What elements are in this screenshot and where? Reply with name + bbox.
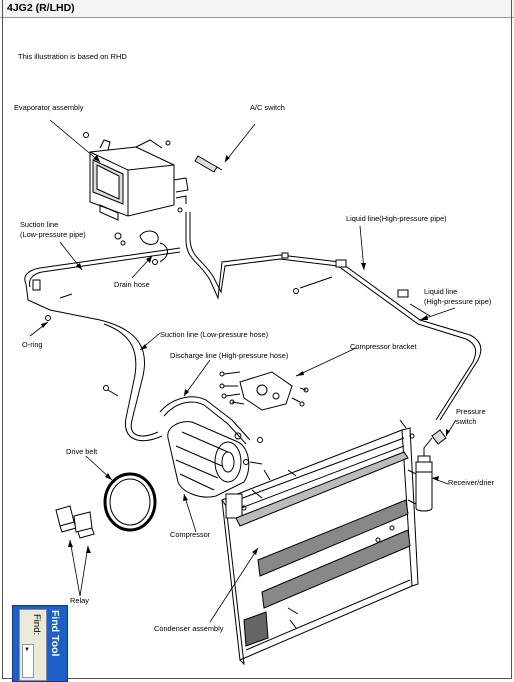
find-tool-panel: Find: ▼ [19,609,47,681]
page-title: 4JG2 (R/LHD) [7,2,75,14]
dropdown-arrow-icon[interactable]: ▼ [24,647,30,653]
label-o-ring: O-ring [22,340,43,349]
find-input[interactable]: ▼ [22,644,34,678]
arrowheads [41,155,450,555]
label-liquid-line-right: Liquid line [424,287,457,296]
receiver-drier [407,437,433,512]
find-tool-title[interactable]: Find Tool [49,610,61,657]
liquid-pipe-top [185,212,482,421]
compressor [167,421,263,498]
label-switch: switch [456,417,477,426]
label-drain-hose: Drain hose [114,280,150,289]
label-ac-switch: A/C switch [250,103,285,112]
label-liquid-line-top: Liquid line(High-pressure pipe) [346,214,447,223]
label-suction-line: Suction line [20,220,58,229]
label-condenser-assembly: Condenser assembly [154,624,224,633]
ac-system-diagram: Evaporator assembly A/C switch Suction l… [14,103,495,666]
pressure-switch [431,429,447,445]
label-suction-hose: Suction line (Low-pressure hose) [160,330,268,339]
label-pressure: Pressure [456,407,486,416]
label-discharge-line: Discharge line (High-pressure hose) [170,351,288,360]
ac-switch [194,155,223,173]
find-label: Find: [31,614,42,636]
label-low-pressure-pipe: (Low-pressure pipe) [20,230,86,239]
discharge-hose [159,396,263,445]
compressor-bracket [103,371,309,411]
title-bar: 4JG2 (R/LHD) [0,0,514,18]
label-relay: Relay [70,596,89,605]
find-tool-palette[interactable]: Find Tool Find: ▼ [12,605,68,682]
suction-pipe [24,247,181,321]
suction-hose [99,319,163,442]
illustration-note: This illustration is based on RHD [18,52,127,61]
condenser-assembly [221,419,419,666]
drive-belt [103,472,157,532]
evaporator-assembly [83,132,189,246]
relay [55,505,95,539]
label-high-pressure-pipe: (High-pressure pipe) [424,297,491,306]
label-evaporator-assembly: Evaporator assembly [14,103,84,112]
label-compressor-bracket: Compressor bracket [350,342,417,351]
drain-hose [159,242,168,263]
label-drive-belt: Drive belt [66,447,97,456]
label-receiver-drier: Receiver/drier [448,478,495,487]
label-compressor: Compressor [170,530,211,539]
